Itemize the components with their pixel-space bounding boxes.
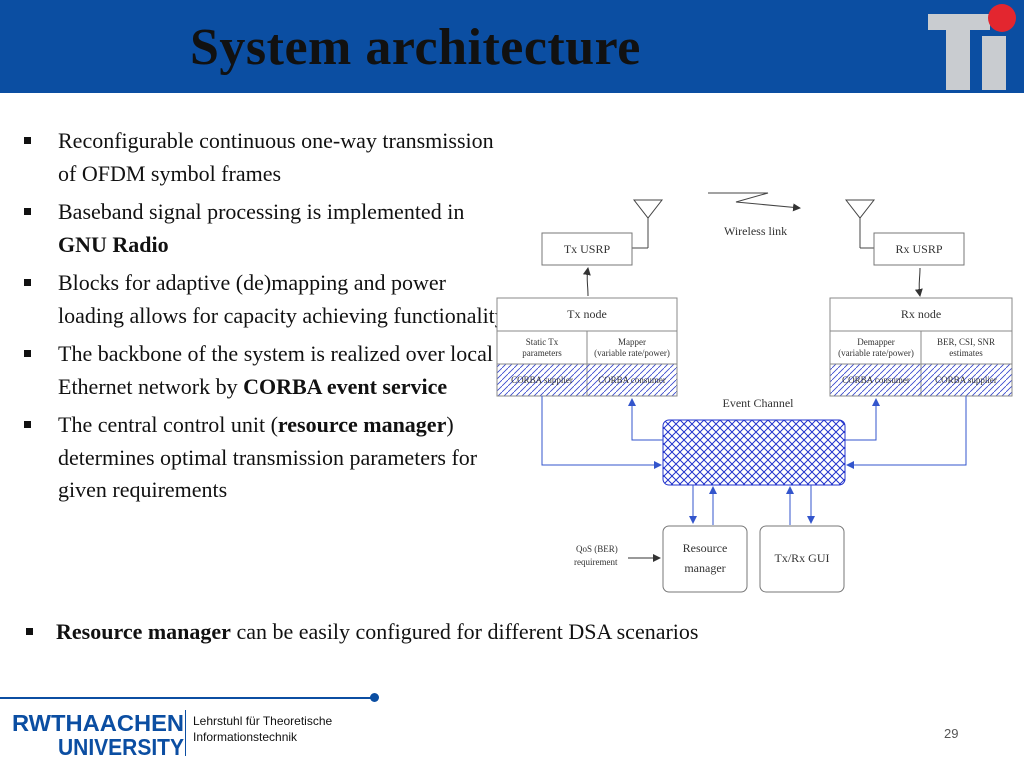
bullet-item: The backbone of the system is realized o… xyxy=(18,338,508,403)
footer-divider-dot xyxy=(370,693,379,702)
footer-separator xyxy=(185,710,186,756)
resource-manager-label: Resource xyxy=(683,541,728,555)
static-tx-label-2: parameters xyxy=(522,348,562,358)
wireless-link-label: Wireless link xyxy=(724,224,787,238)
ti-logo xyxy=(928,4,1016,90)
rx-corba-consumer-label: CORBA consumer xyxy=(842,375,910,385)
footer-chair-line-2: Informationstechnik xyxy=(193,730,298,744)
bullet-list: Reconfigurable continuous one-way transm… xyxy=(18,125,508,513)
page-number: 29 xyxy=(944,726,959,741)
tx-antenna-icon xyxy=(632,199,664,249)
tx-node-to-usrp-arrow xyxy=(582,267,591,297)
event-channel-block xyxy=(662,419,846,486)
estimates-label: BER, CSI, SNR xyxy=(937,337,995,347)
bullet-item: Reconfigurable continuous one-way transm… xyxy=(18,125,508,190)
qos-label-2: requirement xyxy=(574,557,618,567)
tx-corba-supplier-label: CORBA supplier xyxy=(511,375,573,385)
tx-usrp-label: Tx USRP xyxy=(564,242,611,256)
estimates-label-2: estimates xyxy=(949,348,983,358)
channel-to-rx-consumer-arrow xyxy=(845,398,880,441)
tx-rx-gui-label: Tx/Rx GUI xyxy=(775,551,830,565)
event-channel-label: Event Channel xyxy=(723,396,795,410)
demapper-label-2: (variable rate/power) xyxy=(838,348,914,358)
tx-corba-consumer-label: CORBA consumer xyxy=(598,375,666,385)
demapper-label: Demapper xyxy=(857,337,894,347)
rx-usrp-label: Rx USRP xyxy=(895,242,942,256)
footer-chair-line-1: Lehrstuhl für Theoretische xyxy=(193,714,333,728)
resource-manager-box xyxy=(662,525,748,593)
tx-node-label: Tx node xyxy=(567,307,607,321)
rx-antenna-icon xyxy=(844,199,876,249)
bottom-bullet: Resource manager can be easily configure… xyxy=(24,617,698,647)
mapper-label-2: (variable rate/power) xyxy=(594,348,670,358)
tx-usrp-box xyxy=(541,232,633,266)
resource-manager-label-2: manager xyxy=(684,561,725,575)
slide-title: System architecture xyxy=(190,19,641,76)
rx-node-label: Rx node xyxy=(901,307,941,321)
svg-text:UNIVERSITY: UNIVERSITY xyxy=(58,734,184,757)
rx-usrp-box xyxy=(873,232,965,266)
rx-supplier-to-channel-arrow xyxy=(846,396,967,469)
rwth-aachen-logo: RWTHAACHEN UNIVERSITY xyxy=(12,710,184,757)
bullet-item: The central control unit (resource manag… xyxy=(18,409,508,507)
svg-text:RWTHAACHEN: RWTHAACHEN xyxy=(12,710,184,736)
architecture-diagram: Wireless link Tx USRP Rx USRP Tx node St… xyxy=(496,192,1013,593)
mapper-label: Mapper xyxy=(618,337,646,347)
bullet-item: Baseband signal processing is implemente… xyxy=(18,196,508,261)
channel-to-tx-consumer-arrow xyxy=(628,398,663,441)
footer-chair-name: Lehrstuhl für Theoretische Informationst… xyxy=(193,713,332,745)
rx-node-block xyxy=(829,297,1013,397)
tx-supplier-to-channel-arrow xyxy=(541,396,662,469)
tx-rx-gui-box xyxy=(759,525,845,593)
qos-label: QoS (BER) xyxy=(576,544,618,554)
header-bar xyxy=(0,0,1024,93)
footer-divider xyxy=(0,697,374,699)
bullet-item: Blocks for adaptive (de)mapping and powe… xyxy=(18,267,508,332)
static-tx-label: Static Tx xyxy=(526,337,559,347)
rx-corba-supplier-label: CORBA supplier xyxy=(935,375,997,385)
wireless-link-icon xyxy=(708,192,801,212)
rx-usrp-to-node-arrow xyxy=(914,267,923,297)
tx-node-block xyxy=(496,297,678,397)
